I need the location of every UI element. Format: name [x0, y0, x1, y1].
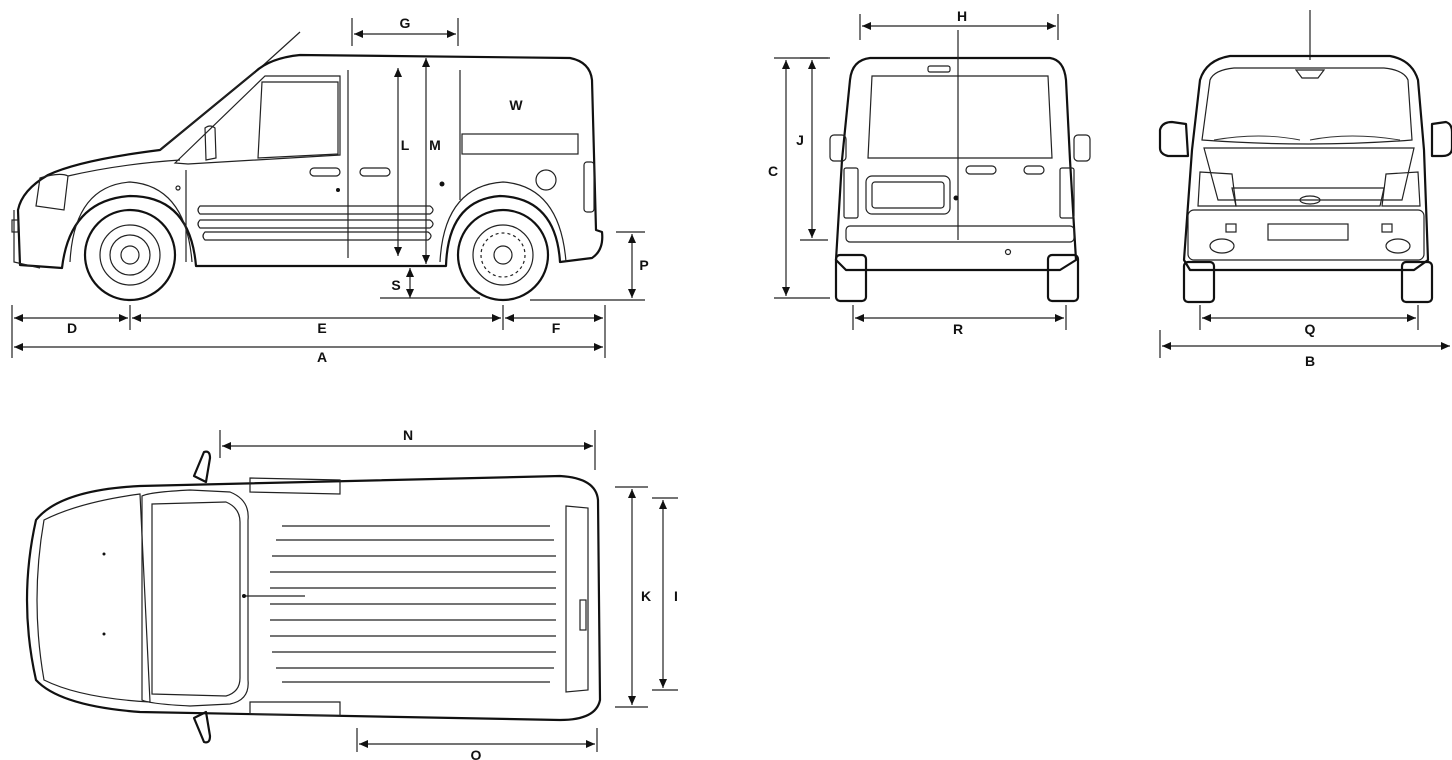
dim-S: S: [380, 268, 480, 299]
label-I: I: [674, 588, 678, 604]
label-M: M: [429, 137, 441, 153]
label-P: P: [639, 257, 648, 273]
dim-J: J: [796, 57, 828, 241]
dim-M: M: [422, 58, 441, 264]
label-C: C: [768, 163, 778, 179]
dim-I: I: [652, 497, 678, 691]
dim-O: O: [356, 728, 598, 760]
label-O: O: [471, 747, 482, 760]
dim-H: H: [859, 8, 1059, 40]
label-G: G: [400, 15, 411, 31]
dim-G: G: [351, 15, 459, 46]
rear-view: H C J R: [768, 8, 1091, 337]
front-view: Q B: [1158, 10, 1452, 369]
label-H: H: [957, 8, 967, 24]
dim-DEF: D E F: [11, 305, 606, 358]
dim-K: K: [615, 486, 651, 708]
label-S: S: [391, 277, 400, 293]
dim-B: B: [1159, 330, 1450, 369]
dim-Q: Q: [1199, 305, 1419, 337]
label-R: R: [953, 321, 963, 337]
rear-wheel: [456, 208, 550, 302]
dim-N: N: [219, 427, 596, 470]
label-N: N: [403, 427, 413, 443]
side-view: G L M W S P D: [11, 15, 649, 365]
top-view: N K I O: [25, 427, 678, 760]
dim-C: C: [768, 57, 830, 299]
label-W: W: [509, 97, 523, 113]
dim-L: L: [394, 68, 410, 256]
label-B: B: [1305, 353, 1315, 369]
dim-P: P: [530, 231, 649, 301]
label-F: F: [552, 320, 561, 336]
label-Q: Q: [1305, 321, 1316, 337]
dim-A: A: [14, 343, 603, 365]
label-D: D: [67, 320, 77, 336]
label-E: E: [317, 320, 326, 336]
label-K: K: [641, 588, 651, 604]
label-J: J: [796, 132, 804, 148]
roof-ribs: [270, 525, 556, 683]
label-L: L: [401, 137, 410, 153]
dim-R: R: [852, 305, 1067, 337]
label-A: A: [317, 349, 327, 365]
front-wheel: [83, 208, 177, 302]
